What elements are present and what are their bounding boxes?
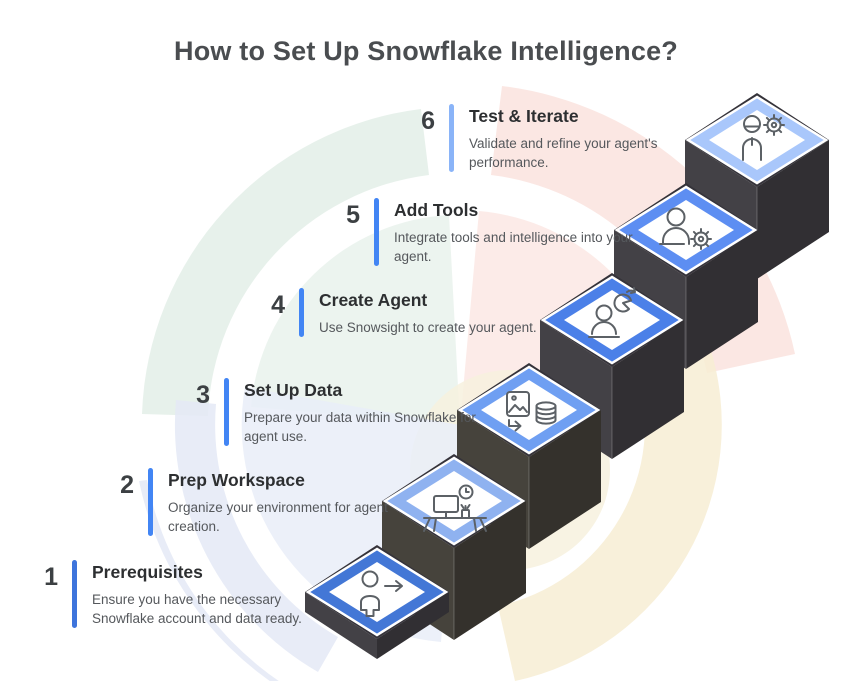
platform-right-face — [686, 230, 758, 369]
platform-top-face — [329, 562, 425, 622]
yellow-arc-ring — [498, 344, 722, 681]
step-description: Prepare your data within Snowflake for a… — [244, 410, 476, 445]
blue-arc-band — [174, 400, 338, 672]
green-sector — [251, 215, 460, 425]
step-6-text: 6 Test & Iterate Validate and refine you… — [401, 104, 717, 173]
workspace-desk-icon — [423, 484, 487, 532]
step-number: 4 — [271, 291, 285, 319]
step-number: 5 — [346, 201, 360, 229]
step-4-platform — [540, 273, 684, 459]
step-description: Validate and refine your agent's perform… — [469, 136, 658, 171]
person-arrow-icon — [360, 570, 403, 617]
step-accent-bar — [374, 198, 379, 267]
step-4-text: 4 Create Agent Use Snowsight to create y… — [251, 288, 567, 338]
step-number: 3 — [196, 381, 210, 409]
platform-right-face — [377, 592, 449, 659]
step-description: Ensure you have the necessary Snowflake … — [92, 592, 302, 627]
page-title: How to Set Up Snowflake Intelligence? — [174, 36, 678, 66]
step-5-text: 5 Add Tools Integrate tools and intellig… — [326, 198, 642, 267]
step-accent-bar — [72, 560, 77, 629]
person-cap-gear-icon — [742, 114, 785, 161]
step-2-text: 2 Prep Workspace Organize your environme… — [100, 468, 416, 537]
step-accent-bar — [148, 468, 153, 537]
green-arc-ring — [142, 109, 429, 416]
platform-right-face — [454, 501, 526, 640]
step-number: 6 — [421, 107, 435, 135]
platform-right-face — [612, 320, 684, 459]
agent-refresh-icon — [588, 287, 636, 338]
step-accent-bar — [224, 378, 229, 447]
step-3-text: 3 Set Up Data Prepare your data within S… — [176, 378, 492, 447]
step-title: Create Agent — [319, 290, 428, 310]
step-title: Prep Workspace — [168, 470, 305, 490]
platform-left-face — [305, 592, 377, 659]
step-title: Set Up Data — [244, 380, 343, 400]
platform-right-face — [529, 410, 601, 549]
person-gear-icon — [659, 207, 712, 250]
step-number: 2 — [120, 471, 134, 499]
step-accent-bar — [299, 288, 304, 338]
platform-right-face — [757, 140, 829, 279]
step-description: Integrate tools and intelligence into yo… — [394, 230, 633, 265]
step-title: Test & Iterate — [469, 106, 579, 126]
platform-top-face — [564, 290, 660, 350]
step-1-platform — [305, 545, 449, 659]
step-title: Prerequisites — [92, 562, 203, 582]
image-to-database-icon — [506, 391, 557, 432]
step-title: Add Tools — [394, 200, 479, 220]
step-number: 1 — [44, 563, 58, 591]
step-description: Organize your environment for agent crea… — [168, 500, 388, 535]
step-description: Use Snowsight to create your agent. — [319, 320, 537, 335]
step-accent-bar — [449, 104, 454, 173]
platform-top-face — [406, 471, 502, 531]
step-1-text: 1 Prerequisites Ensure you have the nece… — [24, 560, 340, 629]
